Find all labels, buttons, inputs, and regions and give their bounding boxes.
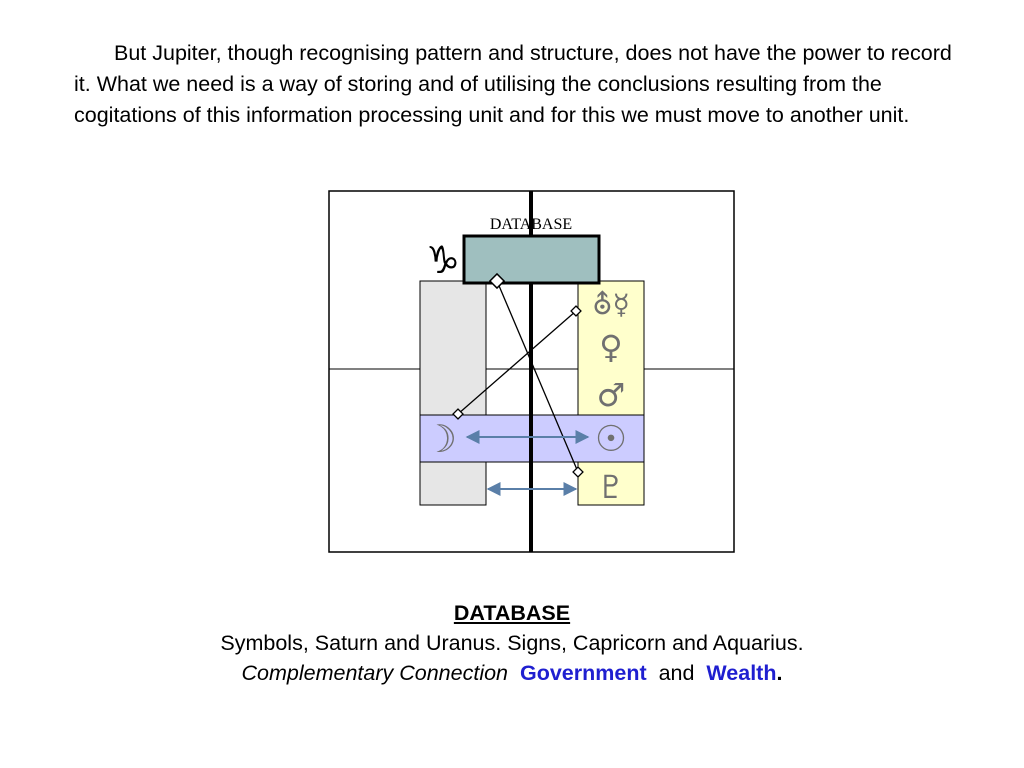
caption: DATABASE Symbols, Saturn and Uranus. Sig…	[0, 598, 1024, 688]
pluto-glyph: ♇	[597, 468, 626, 506]
complementary-connection-text: Complementary Connection	[241, 661, 509, 685]
caption-connection-line: Complementary Connection Government and …	[0, 658, 1024, 688]
diamond-marker-pluto	[572, 466, 584, 478]
diamond-marker-moon	[452, 408, 464, 420]
wealth-text: Wealth	[706, 661, 777, 685]
uranus-mercury-glyph: ⛢☿	[592, 288, 630, 321]
left-column	[419, 280, 487, 506]
venus-glyph: ♀	[599, 328, 622, 366]
mars-glyph: ♂	[597, 376, 626, 414]
caption-symbols-line: Symbols, Saturn and Uranus. Signs, Capri…	[220, 631, 804, 655]
connector-moon-to-mercury	[457, 310, 577, 415]
capricorn-glyph: ♑	[426, 238, 460, 282]
and-text: and	[658, 661, 695, 685]
database-label: DATABASE	[490, 216, 572, 233]
intro-paragraph: But Jupiter, though recognising pattern …	[74, 41, 952, 127]
database-box	[462, 234, 601, 285]
government-text: Government	[519, 661, 647, 685]
caption-period: .	[776, 661, 783, 685]
moon-glyph: ☽	[423, 417, 457, 461]
right-column	[577, 280, 645, 506]
diamond-marker-mercury	[570, 305, 582, 317]
sun-glyph: ☉	[595, 419, 627, 460]
diamond-marker-database	[488, 272, 506, 290]
caption-heading: DATABASE	[453, 601, 571, 625]
